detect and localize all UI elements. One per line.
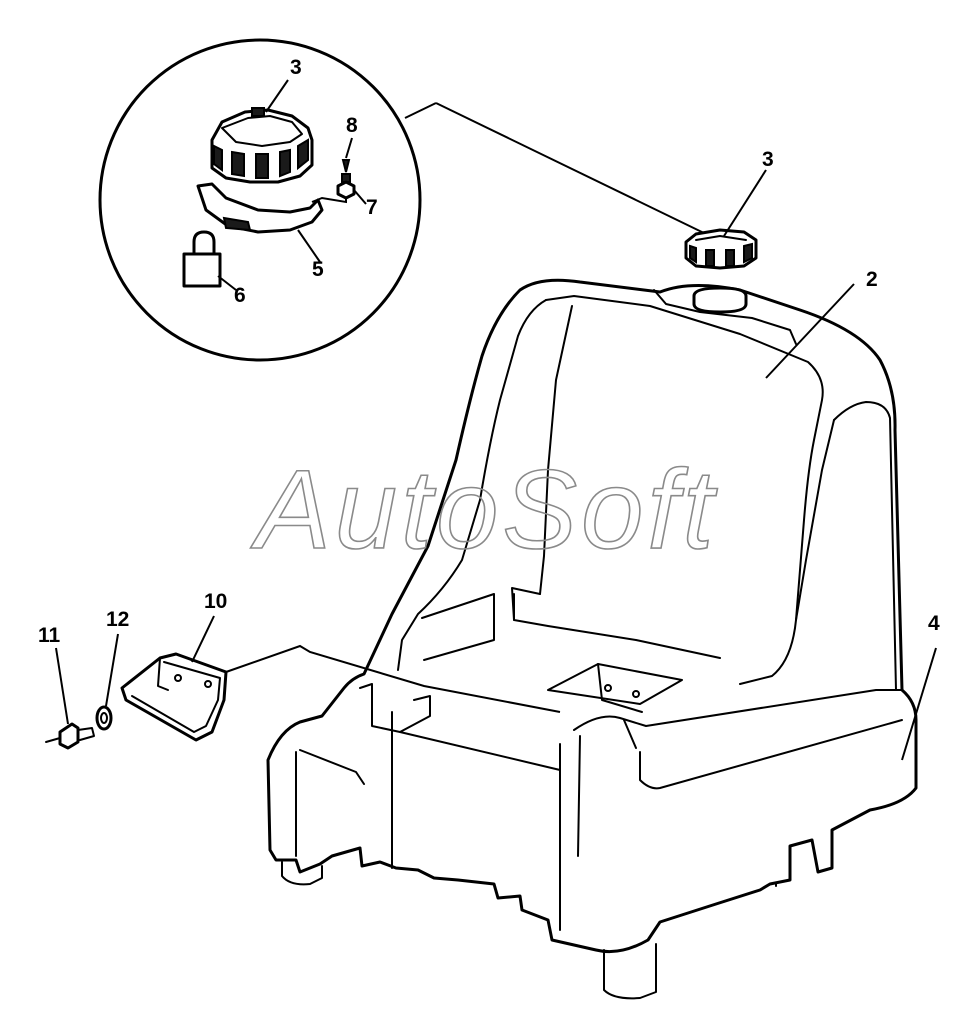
callout-3-main: 3: [762, 148, 774, 171]
detail-leader-line-2: [435, 102, 707, 235]
watermark-text: AutoSoft: [250, 447, 718, 572]
detail-leader-line: [404, 102, 437, 119]
detail-circle: [98, 38, 422, 362]
fuel-tank: [266, 278, 918, 1000]
lock-washer: [95, 633, 119, 731]
callout-4: 4: [928, 612, 940, 635]
callout-12: 12: [106, 608, 129, 631]
padlock: [182, 230, 222, 288]
detail-view: [98, 38, 707, 362]
callout-11: 11: [38, 624, 61, 647]
mounting-bracket: [120, 615, 228, 742]
callout-8: 8: [346, 114, 358, 137]
callout-3-detail: 3: [290, 56, 302, 79]
callout-6: 6: [234, 284, 246, 307]
hasp-slot: [222, 216, 252, 232]
callout-10: 10: [204, 590, 227, 613]
bolt: [45, 647, 95, 750]
filler-cap: [684, 169, 767, 270]
bracket-leader-line: [225, 644, 561, 713]
lock-hasp: [196, 182, 324, 234]
screw-and-nut: [311, 159, 356, 204]
callout-7: 7: [366, 196, 378, 219]
callout-5: 5: [312, 258, 324, 281]
detail-cap: [210, 107, 314, 184]
callout-2: 2: [866, 268, 878, 291]
